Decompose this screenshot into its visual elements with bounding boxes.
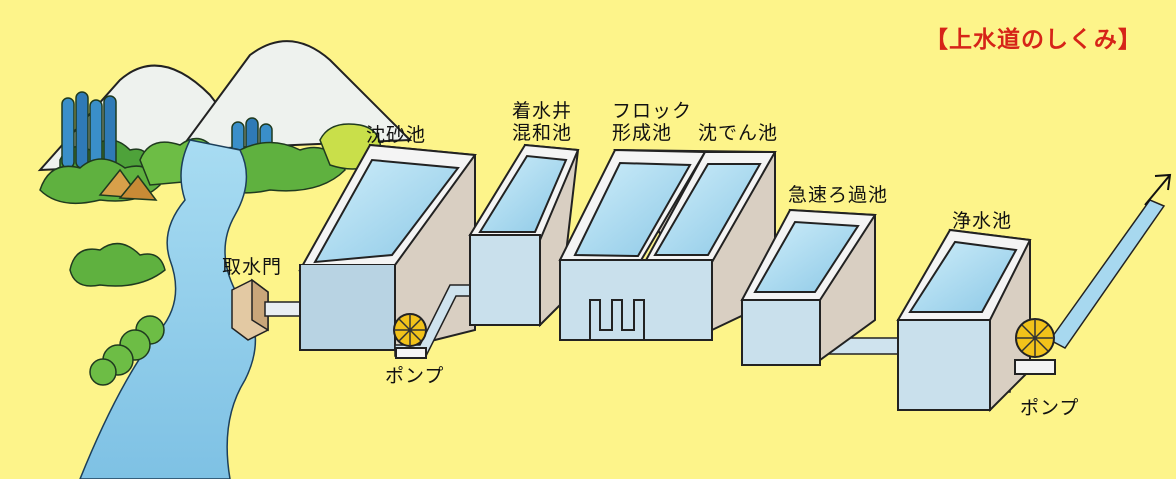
label-receiving-well: 着水井 bbox=[512, 100, 573, 122]
pump-icon bbox=[1014, 318, 1056, 375]
grit-basin-tank bbox=[298, 143, 477, 352]
label-mixing-basin: 混和池 bbox=[512, 122, 573, 144]
forest bbox=[39, 91, 382, 205]
label-flocculation-2: 形成池 bbox=[612, 122, 673, 144]
diagram-title: 【上水道のしくみ】 bbox=[925, 27, 1142, 53]
label-flocculation-1: フロック bbox=[612, 100, 693, 122]
label-clear-water: 浄水池 bbox=[952, 210, 1013, 232]
label-pump-1: ポンプ bbox=[385, 365, 445, 387]
front-trees bbox=[69, 242, 166, 386]
mixing-basin-tank bbox=[468, 143, 580, 328]
label-rapid-filter: 急速ろ過池 bbox=[788, 184, 889, 206]
label-pump-2: ポンプ bbox=[1020, 397, 1080, 419]
intake-gate bbox=[231, 278, 311, 341]
clear-water-reservoir-tank bbox=[896, 228, 1032, 412]
rapid-filter-tank bbox=[740, 208, 877, 366]
label-intake-gate: 取水門 bbox=[222, 256, 283, 278]
label-sedimentation: 沈でん池 bbox=[698, 122, 779, 144]
outflow-arrow-icon bbox=[1144, 173, 1172, 206]
flocculation-sedimentation-tanks bbox=[558, 148, 777, 341]
pump-icon bbox=[393, 313, 427, 359]
label-grit-basin: 沈砂池 bbox=[366, 124, 427, 146]
